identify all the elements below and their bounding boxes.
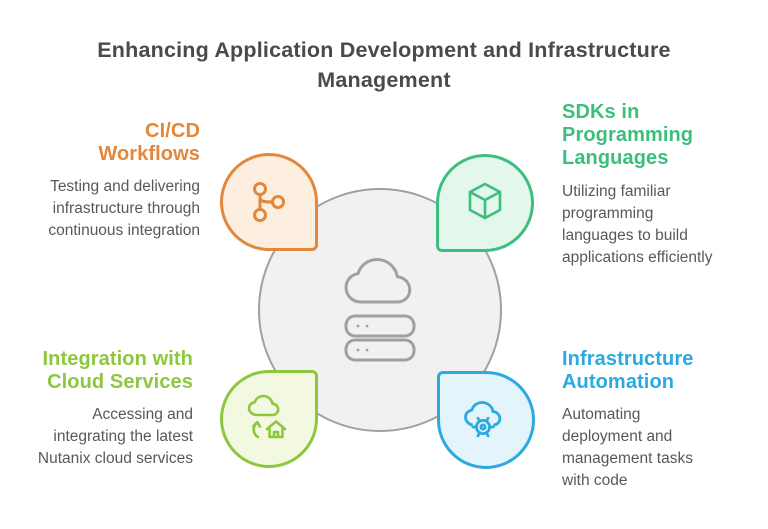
cloud-server-graphic bbox=[344, 258, 416, 362]
quadrant-description: Utilizing familiar programming languages… bbox=[562, 182, 713, 266]
quadrant-sdks: SDKs in Programming Languages Utilizing … bbox=[562, 101, 760, 269]
badge-sdks bbox=[436, 154, 534, 252]
quadrant-cloud-integration: Integration with Cloud Services Accessin… bbox=[8, 348, 193, 470]
quadrant-heading: CI/CD Workflows bbox=[98, 120, 200, 166]
badge-cicd-workflows bbox=[220, 153, 318, 251]
cloud-gear-icon bbox=[464, 401, 502, 438]
quadrant-heading: SDKs in Programming Languages bbox=[562, 101, 694, 170]
cube-icon bbox=[468, 182, 502, 220]
quadrant-description: Testing and delivering infrastructure th… bbox=[48, 178, 200, 240]
quadrant-description: Automating deployment and management tas… bbox=[562, 406, 693, 490]
quadrant-heading: Infrastructure Automation bbox=[562, 348, 694, 394]
quadrant-cicd-workflows: CI/CD Workflows Testing and delivering i… bbox=[20, 120, 200, 242]
quadrant-infrastructure-automation: Infrastructure Automation Automating dep… bbox=[562, 348, 760, 492]
badge-cloud-integration bbox=[220, 370, 318, 468]
server-stack-icon bbox=[344, 314, 416, 362]
badge-infrastructure-automation bbox=[437, 371, 535, 469]
cloud-icon bbox=[344, 258, 412, 304]
page-title: Enhancing Application Development and In… bbox=[97, 38, 671, 92]
quadrant-heading: Integration with Cloud Services bbox=[42, 348, 193, 394]
cloud-upload-home-icon bbox=[247, 394, 287, 439]
quadrant-description: Accessing and integrating the latest Nut… bbox=[37, 406, 193, 468]
git-branch-icon bbox=[253, 182, 285, 222]
